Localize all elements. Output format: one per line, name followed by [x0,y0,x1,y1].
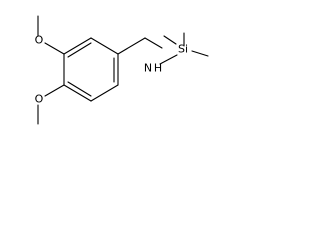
ring-bond-1 [63,37,92,55]
bond-si-me3 [163,35,177,45]
bond-c-o2 [44,84,65,97]
ring-bond-5 [63,84,92,102]
ring-double-bond-3 [67,81,92,97]
ring-bond-2 [90,37,119,55]
atom-labels: O O N H Si [35,34,188,106]
bond-c-o1 [44,42,65,55]
atom-n: N [144,62,152,75]
bond-ring-ch2 [117,37,146,55]
ring-double-bond-1 [67,42,92,58]
bond-ch2-ch2 [144,37,163,49]
bond-n-si [159,54,178,65]
atom-o1: O [35,34,44,47]
atom-si: Si [178,43,188,56]
atom-o2: O [35,93,44,106]
molecule-structure: O O N H Si [35,15,209,125]
ring-bond-4 [90,84,119,102]
atom-h: H [154,62,162,75]
bond-si-me2 [191,50,209,57]
bonds [37,15,209,125]
